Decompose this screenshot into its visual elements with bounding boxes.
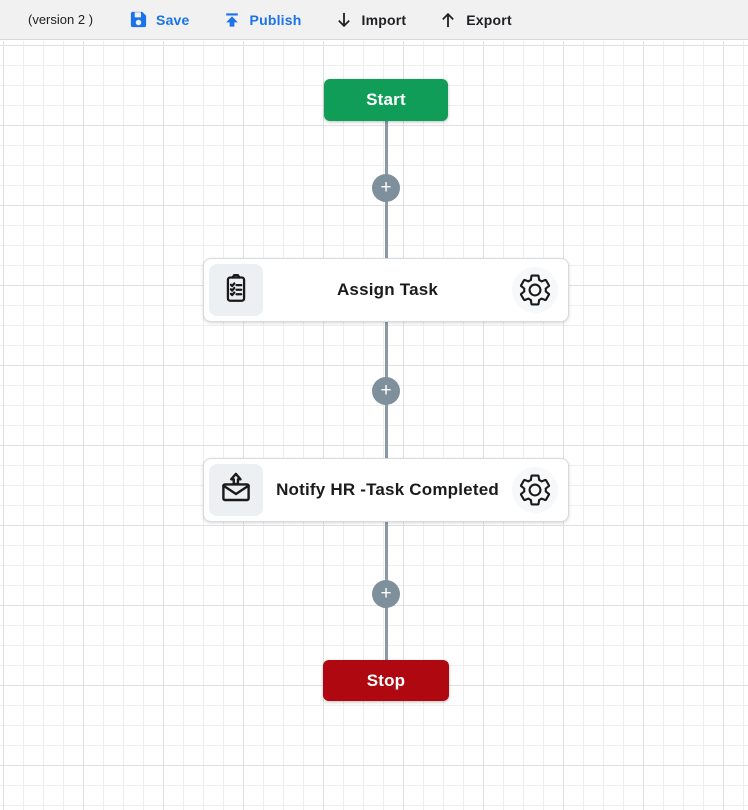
save-button[interactable]: Save xyxy=(129,10,190,29)
stop-node[interactable]: Stop xyxy=(323,660,449,701)
start-node[interactable]: Start xyxy=(324,79,448,121)
version-label: (version 2 ) xyxy=(28,12,94,27)
stop-node-label: Stop xyxy=(366,670,406,690)
save-button-label: Save xyxy=(156,11,190,28)
node-settings-button[interactable] xyxy=(512,267,558,313)
arrow-down-icon xyxy=(334,10,354,30)
export-button-label: Export xyxy=(466,11,512,28)
task-node-assign-task[interactable]: Assign Task xyxy=(203,258,569,322)
add-step-button-3[interactable]: + xyxy=(372,580,400,608)
export-button[interactable]: Export xyxy=(438,10,512,30)
save-icon xyxy=(129,10,148,29)
add-step-button-2[interactable]: + xyxy=(372,377,400,405)
arrow-up-icon xyxy=(438,10,458,30)
import-button-label: Import xyxy=(361,11,407,28)
plus-icon: + xyxy=(380,582,392,604)
node-settings-button[interactable] xyxy=(512,467,558,513)
import-button[interactable]: Import xyxy=(334,10,407,30)
publish-button[interactable]: Publish xyxy=(222,10,302,30)
send-mail-icon xyxy=(218,470,254,511)
gear-icon xyxy=(517,272,553,308)
gear-icon xyxy=(517,472,553,508)
start-node-label: Start xyxy=(366,90,406,109)
clipboard-checklist-icon xyxy=(219,271,253,310)
task-node-notify-hr[interactable]: Notify HR -Task Completed xyxy=(203,458,569,522)
node-title: Assign Task xyxy=(336,280,439,299)
publish-icon xyxy=(222,10,242,30)
publish-button-label: Publish xyxy=(249,11,302,28)
node-icon-box xyxy=(209,264,263,316)
node-title: Notify HR -Task Completed xyxy=(276,480,499,499)
workflow-canvas[interactable]: Start + Assign Task xyxy=(0,41,748,810)
plus-icon: + xyxy=(380,379,392,401)
add-step-button-1[interactable]: + xyxy=(372,174,400,202)
toolbar: (version 2 ) Save Publish Import xyxy=(0,0,748,40)
plus-icon: + xyxy=(380,176,392,198)
node-icon-box xyxy=(209,464,263,516)
